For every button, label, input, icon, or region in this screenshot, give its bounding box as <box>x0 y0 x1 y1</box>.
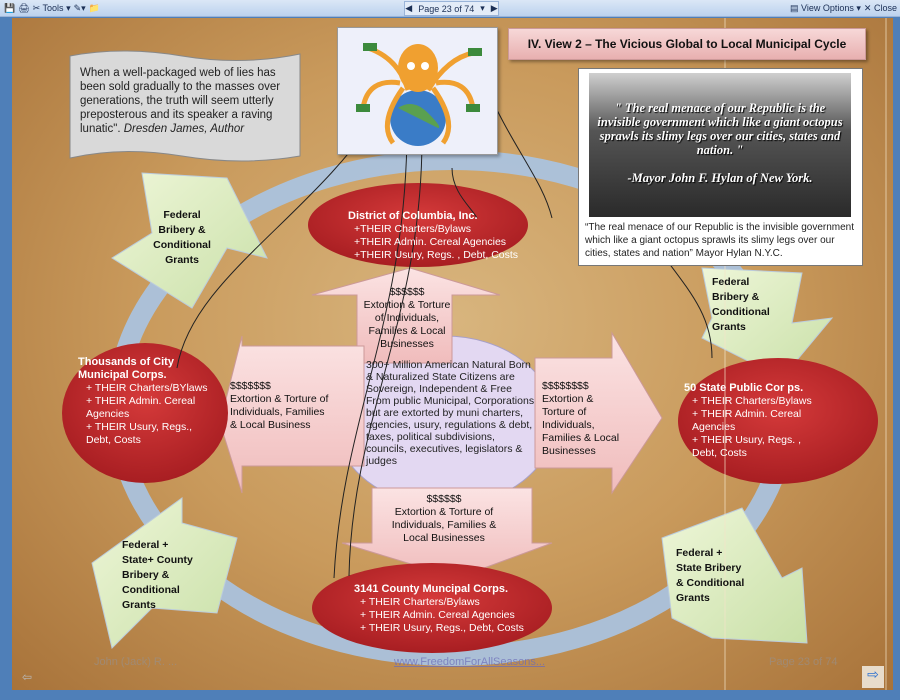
octopus-image <box>337 27 498 155</box>
county-line: + THEIR Admin. Cereal Agencies <box>360 609 515 621</box>
state-ellipse: 50 State Public Cor ps. + THEIR Charters… <box>684 382 824 460</box>
extortion-label: Extortion & Torture of Individuals, Fami… <box>230 393 329 431</box>
connector-line <box>348 137 423 577</box>
green-arrow-top-left <box>111 172 268 309</box>
view-options-label: View Options <box>801 3 854 13</box>
green-arrow-bottom-right-label: Federal + State Bribery & Conditional Gr… <box>676 547 745 604</box>
dc-line: +THEIR Usury, Regs. , Debt, Costs <box>354 249 519 261</box>
quote-banner-shape <box>69 50 301 162</box>
green-arrow-bottom-left-label: Federal + State+ County Bribery & Condit… <box>122 539 193 611</box>
state-line: + THEIR Admin. Cereal Agencies <box>692 408 802 433</box>
arrow-up-text: $$$$$$ Extortion & Torture of Individual… <box>362 286 452 351</box>
green-arrow-top-right-label: Federal Bribery & Conditional Grants <box>712 276 770 333</box>
photo-quote: " The real menace of our Republic is the… <box>597 101 843 157</box>
extortion-label: Extortion & Torture of Individuals, Fami… <box>542 393 620 457</box>
county-line: + THEIR Charters/Bylaws <box>360 596 480 608</box>
folder-icon[interactable]: 📁 <box>88 3 100 13</box>
connector-line <box>333 127 408 579</box>
center-ellipse-text: 300+ Million American Natural Born & Nat… <box>366 359 535 467</box>
extortion-label: Extortion & Torture of Individuals, Fami… <box>391 506 497 544</box>
close-button[interactable]: ✕ Close <box>863 3 897 13</box>
close-label: Close <box>873 3 897 13</box>
save-icon[interactable]: 💾 <box>4 3 16 13</box>
city-line: + THEIR Usury, Regs., Debt, Costs <box>86 421 193 446</box>
page-navigator: ◀ Page 23 of 74▾ ▶ <box>404 1 499 16</box>
county-ellipse: 3141 County Muncipal Corps. + THEIR Char… <box>354 583 544 635</box>
highlight-icon[interactable]: ✎▾ <box>73 3 86 13</box>
hylan-photo-card: " The real menace of our Republic is the… <box>578 68 863 266</box>
city-line: + THEIR Charters/BYlaws <box>86 382 208 394</box>
slide-title: IV. View 2 – The Vicious Global to Local… <box>508 28 866 60</box>
county-title: 3141 County Muncipal Corps. <box>354 583 509 595</box>
arrow-down-text: $$$$$$ Extortion & Torture of Individual… <box>384 493 504 545</box>
octopus-globe-icon <box>338 28 497 154</box>
city-title: Thousands of City Municipal Corps. <box>78 356 174 381</box>
state-ellipse-shape <box>678 358 878 484</box>
county-line: + THEIR Usury, Regs., Debt, Costs <box>360 622 524 634</box>
quote-author: Dresden James, Author <box>123 123 245 135</box>
photo-caption: “The real menace of our Republic is the … <box>585 222 855 259</box>
dc-ellipse-shape <box>308 183 528 267</box>
photo-attribution: -Mayor John F. Hylan of New York. <box>627 171 813 185</box>
money-label: $$$$$$ <box>389 286 425 298</box>
quote-text: When a well-packaged web of lies has bee… <box>80 67 281 135</box>
pink-arrow-right <box>534 331 663 495</box>
dc-line: +THEIR Charters/Bylaws <box>354 223 471 235</box>
footer-page: Page 23 of 74 <box>769 656 838 668</box>
viewer-toolbar: 💾 🖨 ✂ Tools ▾ ✎▾ 📁 ◀ Page 23 of 74▾ ▶ ▤ … <box>0 0 900 17</box>
green-arrow-top-left-label: Federal Bribery & Conditional Grants <box>153 209 211 266</box>
next-page-button[interactable]: ▶ <box>490 3 498 13</box>
city-ellipse-shape <box>62 343 228 483</box>
state-line: + THEIR Usury, Regs. , Debt, Costs <box>692 434 802 459</box>
tools-label: Tools <box>42 3 64 13</box>
city-line: + THEIR Admin. Cereal Agencies <box>86 395 196 420</box>
slide: When a well-packaged web of lies has bee… <box>12 18 893 690</box>
state-line: + THEIR Charters/Bylaws <box>692 395 812 407</box>
quote-banner: When a well-packaged web of lies has bee… <box>70 56 300 160</box>
money-label: $$$$$$$ <box>230 380 271 392</box>
city-ellipse: Thousands of City Municipal Corps. + THE… <box>78 356 208 447</box>
pink-arrow-down <box>341 487 553 579</box>
green-arrow-bottom-right <box>661 507 808 644</box>
view-options-button[interactable]: ▤ View Options ▾ <box>790 3 861 13</box>
prev-page-button[interactable]: ◀ <box>405 3 413 13</box>
pink-arrow-left <box>219 335 365 494</box>
diagram-shapes <box>62 18 887 690</box>
connector-line <box>451 167 478 219</box>
arrow-left-text: $$$$$$$ Extortion & Torture of Individua… <box>230 380 330 432</box>
footer-author: John (Jack) R. ... <box>94 656 178 668</box>
hylan-photo: " The real menace of our Republic is the… <box>589 73 851 217</box>
tools-button[interactable]: ✂ Tools ▾ <box>32 3 71 13</box>
arrow-right-text: $$$$$$$$ Extortion & Torture of Individu… <box>542 380 627 458</box>
green-arrow-bottom-left <box>91 497 238 649</box>
dc-title: District of Columbia, Inc. <box>348 210 478 222</box>
dc-line: +THEIR Admin. Cereal Agencies <box>354 236 507 248</box>
pink-arrow-up <box>311 267 501 364</box>
print-icon[interactable]: 🖨 <box>18 3 30 13</box>
dc-ellipse: District of Columbia, Inc. +THEIR Charte… <box>348 210 528 262</box>
next-slide-arrow-icon[interactable]: ⇨ <box>862 666 884 688</box>
extortion-label: Extortion & Torture of Individuals, Fami… <box>363 299 451 350</box>
county-ellipse-shape <box>312 563 552 653</box>
state-title: 50 State Public Cor ps. <box>684 382 804 394</box>
money-label: $$$$$$$$ <box>542 380 589 392</box>
green-arrow-top-right <box>701 267 834 379</box>
money-label: $$$$$$ <box>426 493 462 505</box>
footer-link[interactable]: www.FreedomForAllSeasons... <box>394 656 545 668</box>
page-indicator[interactable]: Page 23 of 74 <box>418 3 475 14</box>
prev-slide-arrow-icon[interactable]: ⇦ <box>22 670 33 684</box>
